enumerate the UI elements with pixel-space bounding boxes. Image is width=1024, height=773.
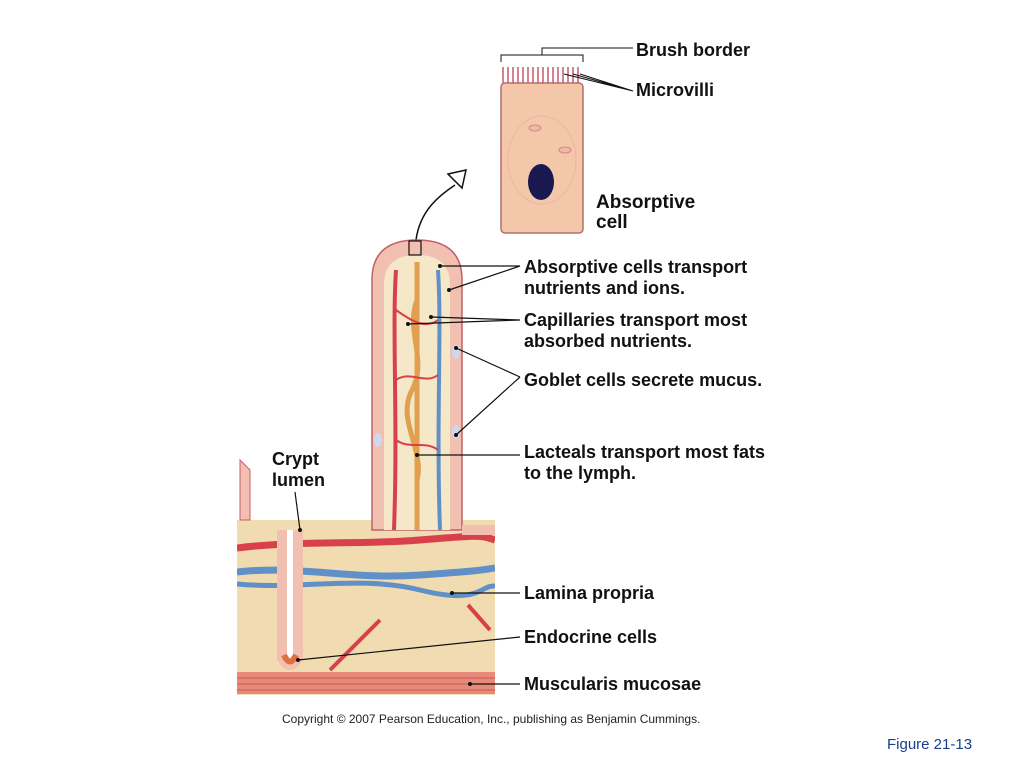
goblet-cell: [452, 425, 460, 439]
leader-dots: [296, 264, 472, 686]
capillary-network: [395, 309, 439, 451]
villus-capillary: [392, 269, 398, 531]
villus: [371, 239, 463, 531]
tip-selection-box: [408, 240, 422, 256]
smooth-muscle-cell: [466, 603, 492, 632]
leader-lines: [294, 265, 521, 685]
label-lacteals: Lacteals transport most fats to the lymp…: [524, 442, 766, 483]
label-muscularis-mucosae: Muscularis mucosae: [524, 674, 702, 694]
absorptive-cell-illustration: [500, 47, 634, 234]
label-endocrine-cells: Endocrine cells: [524, 627, 658, 647]
enlargement-arrow-head: [446, 169, 467, 190]
microvilli-leader: [563, 73, 634, 92]
label-crypt-lumen: Crypt lumen: [272, 449, 326, 490]
left-epithelium: [239, 458, 251, 521]
crypt: [277, 530, 303, 670]
label-microvilli: Microvilli: [636, 80, 715, 100]
microvilli-fringe: [502, 67, 579, 83]
label-absorptive-transport: Absorptive cells transport nutrients and…: [524, 257, 748, 298]
endocrine-cell: [281, 653, 299, 665]
figure-number: Figure 21-13: [887, 736, 973, 753]
label-lamina-propria: Lamina propria: [524, 583, 655, 603]
organelle: [528, 124, 542, 132]
villus-venule: [436, 269, 442, 531]
cytoplasm-texture: [507, 115, 577, 205]
label-goblet-cells: Goblet cells secrete mucus.: [524, 370, 763, 390]
smooth-muscle-cell: [328, 618, 382, 672]
muscularis-layer: [237, 672, 495, 694]
brush-border-bracket: [500, 47, 633, 62]
copyright-notice: Copyright © 2007 Pearson Education, Inc.…: [282, 712, 701, 726]
cell-nucleus: [528, 164, 554, 200]
label-capillaries: Capillaries transport most absorbed nutr…: [524, 310, 748, 351]
label-brush-border: Brush border: [636, 40, 751, 60]
enlargement-arrow-line: [415, 184, 456, 241]
muscle-fibers: [237, 677, 495, 691]
absorptive-cell-body: [500, 82, 584, 234]
tissue-base: [237, 520, 495, 695]
lacteal: [404, 262, 421, 530]
label-absorptive-cell: Absorptive cell: [596, 192, 696, 233]
organelle: [558, 146, 572, 154]
goblet-cell: [374, 433, 382, 447]
